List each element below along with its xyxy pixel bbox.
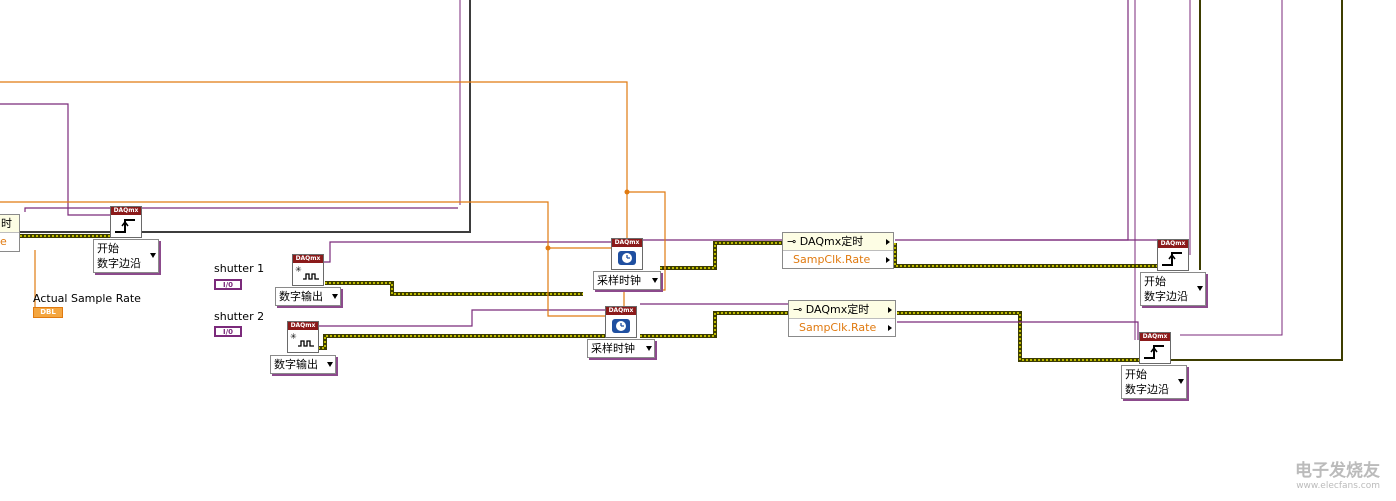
timing-node-title-text: DAQmx定时	[799, 235, 864, 248]
wire-junctions	[545, 189, 630, 251]
property-name: SampClk.Rate	[793, 253, 871, 266]
start-trigger-selector-right-top[interactable]: 开始 数字边沿	[1140, 272, 1206, 306]
sample-rate-indicator[interactable]: DBL	[33, 307, 63, 318]
watermark-text: 电子发烧友	[1295, 461, 1380, 481]
input-arrow-icon	[886, 257, 890, 263]
shutter1-terminal[interactable]: I/0	[214, 279, 242, 290]
timing-property-node-1[interactable]: ⊸ DAQmx定时 SampClk.Rate	[782, 232, 894, 269]
structure-frames	[0, 0, 1343, 361]
timing-node-title-text: DAQmx定时	[805, 303, 870, 316]
selector-line2: 数字边沿	[97, 257, 141, 270]
reference-icon: ⊸	[787, 235, 800, 248]
digital-edge-icon	[1144, 345, 1164, 359]
start-trigger-selector-left[interactable]: 开始 数字边沿	[93, 239, 159, 273]
chevron-down-icon	[652, 277, 658, 283]
timing-node-property[interactable]: SampClk.Rate	[789, 319, 895, 336]
digital-output-selector-1[interactable]: 数字输出	[275, 287, 341, 306]
digital-output-selector-2[interactable]: 数字输出	[270, 355, 336, 374]
partial-node-title: 时	[0, 215, 19, 233]
daqmx-header: DAQmx	[606, 307, 636, 315]
svg-text:✳: ✳	[295, 265, 302, 274]
selector-line1: 开始	[1125, 368, 1147, 381]
frame-right-mid	[1180, 0, 1283, 336]
sample-clock-selector-2[interactable]: 采样时钟	[587, 339, 655, 358]
watermark-url: www.elecfans.com	[1296, 481, 1380, 491]
chevron-down-icon	[646, 345, 652, 351]
selector-line: 采样时钟	[597, 274, 641, 287]
selector-line: 采样时钟	[591, 342, 635, 355]
daqmx-header: DAQmx	[612, 239, 642, 247]
sample-rate-label: Actual Sample Rate	[33, 292, 141, 305]
timing-property-node-2[interactable]: ⊸ DAQmx定时 SampClk.Rate	[788, 300, 896, 337]
digital-output-icon: ✳	[295, 265, 319, 280]
shutter2-label: shutter 2	[214, 310, 265, 323]
frame-left-outer	[0, 0, 471, 233]
daqmx-header: DAQmx	[1140, 333, 1170, 341]
timing-node-property[interactable]: SampClk.Rate	[783, 251, 893, 268]
sample-clock-node-1[interactable]: DAQmx	[611, 238, 643, 270]
task-wires	[0, 0, 1160, 340]
shutter2-terminal[interactable]: I/0	[214, 326, 242, 337]
create-channel-node-1[interactable]: DAQmx ✳	[292, 254, 324, 286]
watermark: 电子发烧友 www.elecfans.com	[1295, 456, 1380, 491]
selector-line2: 数字边沿	[1144, 290, 1188, 303]
partial-node-row: e	[0, 235, 7, 248]
chevron-down-icon	[150, 253, 156, 258]
property-name: SampClk.Rate	[799, 321, 877, 334]
selector-line1: 开始	[1144, 275, 1166, 288]
timing-node-title: ⊸ DAQmx定时	[789, 301, 895, 319]
shutter1-label: shutter 1	[214, 262, 265, 275]
create-channel-node-2[interactable]: DAQmx ✳	[287, 321, 319, 353]
daqmx-header: DAQmx	[111, 207, 141, 215]
error-wires	[20, 234, 1158, 362]
frame-right-outer	[1170, 0, 1343, 361]
timing-node-title: ⊸ DAQmx定时	[783, 233, 893, 251]
output-arrow-icon	[888, 307, 892, 313]
chevron-down-icon	[1197, 286, 1203, 291]
digital-output-icon: ✳	[290, 332, 314, 347]
selector-line: 数字输出	[274, 358, 318, 371]
selector-line1: 开始	[97, 242, 119, 255]
start-trigger-node-left[interactable]: DAQmx	[110, 206, 142, 238]
selector-line: 数字输出	[279, 290, 323, 303]
chevron-down-icon	[1178, 379, 1184, 384]
selector-line2: 数字边沿	[1125, 383, 1169, 396]
svg-text:✳: ✳	[290, 332, 297, 341]
partial-timing-node[interactable]: 时 e	[0, 214, 20, 252]
clock-icon	[618, 251, 636, 265]
input-arrow-icon	[888, 325, 892, 331]
chevron-down-icon	[332, 293, 338, 299]
sample-clock-node-2[interactable]: DAQmx	[605, 306, 637, 338]
start-trigger-node-right-top[interactable]: DAQmx	[1157, 239, 1189, 271]
start-trigger-selector-right-bottom[interactable]: 开始 数字边沿	[1121, 365, 1187, 399]
sample-clock-selector-1[interactable]: 采样时钟	[593, 271, 661, 290]
start-trigger-node-right-bottom[interactable]: DAQmx	[1139, 332, 1171, 364]
reference-icon: ⊸	[793, 303, 806, 316]
daqmx-header: DAQmx	[1158, 240, 1188, 248]
output-arrow-icon	[886, 239, 890, 245]
digital-edge-icon	[1162, 252, 1182, 266]
numeric-wires	[0, 81, 666, 317]
chevron-down-icon	[327, 361, 333, 367]
daqmx-header: DAQmx	[293, 255, 323, 263]
clock-icon	[612, 319, 630, 333]
digital-edge-icon	[115, 219, 135, 233]
daqmx-header: DAQmx	[288, 322, 318, 330]
